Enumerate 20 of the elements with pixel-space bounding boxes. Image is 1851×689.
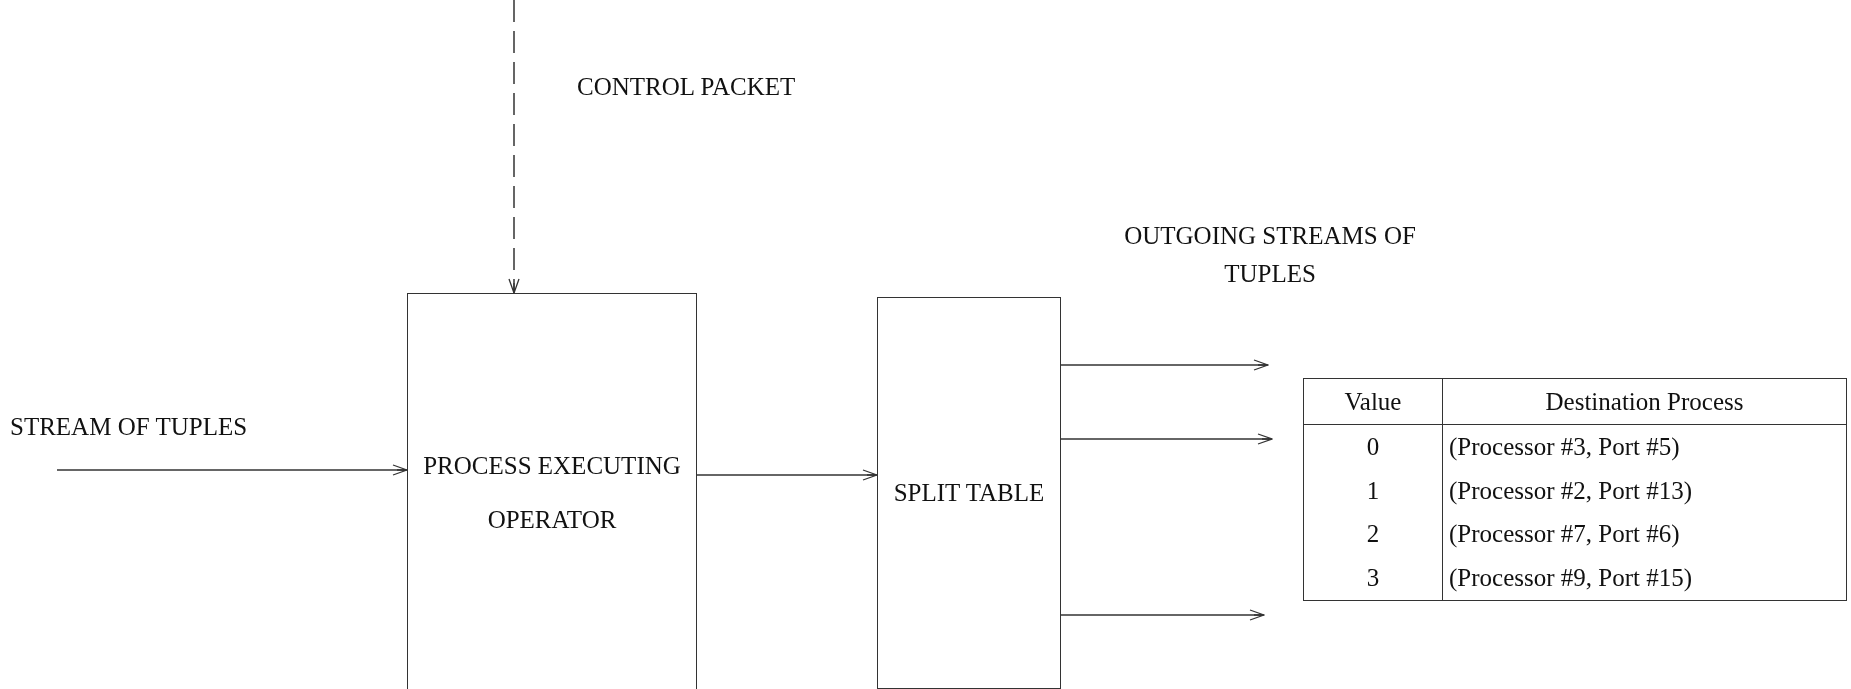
node-label: SPLIT TABLE [893,478,1045,508]
dashed-arrow [508,0,520,294]
node-label: PROCESS EXECUTING OPERATOR [422,451,682,535]
table-cell: 3 [1304,556,1443,600]
process-box [877,297,1061,689]
table-cell-text: (Processor #7, Port #6) [1448,519,1681,550]
column-header: Destination Process [1443,379,1846,425]
arrow [1060,433,1273,445]
process-box [407,293,697,689]
arrow [56,464,408,476]
table-cell-text: (Processor #2, Port #13) [1448,475,1694,506]
table-cell: 1 [1304,468,1443,513]
arrow [696,469,878,481]
arrow [1060,359,1269,371]
column-header: Value [1304,379,1443,425]
arrow [1060,609,1265,621]
table-cell-text: (Processor #9, Port #15) [1448,563,1694,594]
table-cell: 0 [1304,425,1443,469]
table-cell: 2 [1304,512,1443,557]
table-cell-text: (Processor #3, Port #5) [1448,431,1681,462]
